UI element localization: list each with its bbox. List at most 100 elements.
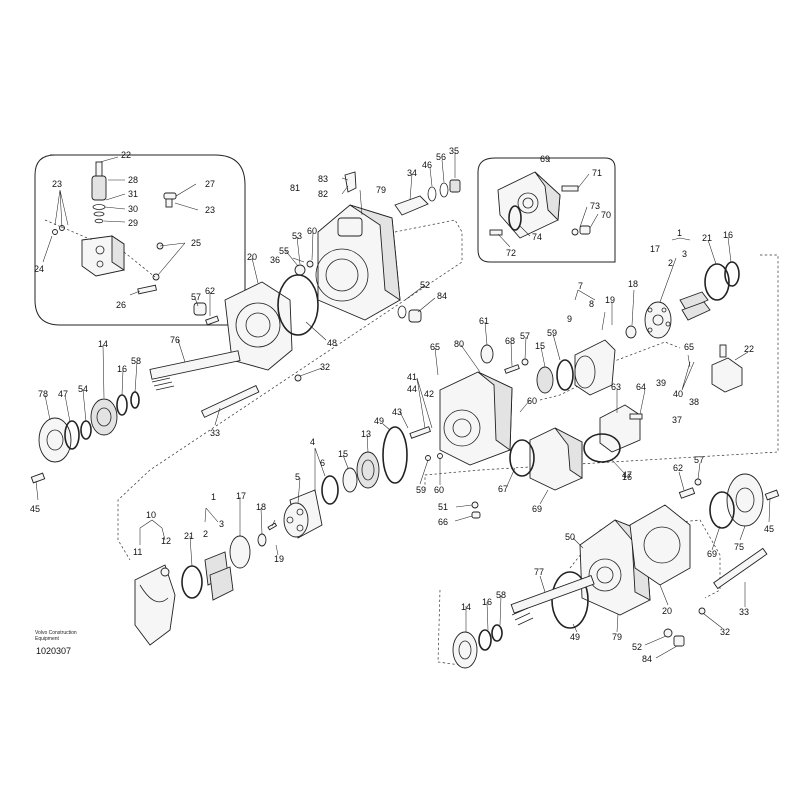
callout-label: 54 — [78, 384, 88, 394]
callout-label: 10 — [146, 510, 156, 520]
callout-label: 78 — [38, 389, 48, 399]
callout-label: 14 — [461, 602, 471, 612]
upper-left-shaft-group — [30, 274, 319, 484]
callout-label: 3 — [682, 249, 687, 259]
footer-brand-line1: Volvo Construction — [35, 630, 77, 636]
callout-label: 60 — [307, 226, 317, 236]
callout-label: 57 — [191, 292, 201, 302]
assembly-dash-right — [424, 254, 779, 490]
callout-label: 23 — [205, 205, 215, 215]
callout-label: 66 — [438, 517, 448, 527]
callout-label: 72 — [506, 248, 516, 258]
callout-label: 69 — [707, 549, 717, 559]
callout-label: 8 — [589, 299, 594, 309]
callout-label: 32 — [720, 627, 730, 637]
callout-label: 46 — [422, 160, 432, 170]
assembly-dash-top — [117, 219, 463, 561]
callout-label: 79 — [376, 185, 386, 195]
callout-label: 59 — [416, 485, 426, 495]
callout-label: 20 — [247, 252, 257, 262]
callout-label: 67 — [498, 484, 508, 494]
callout-label: 14 — [98, 339, 108, 349]
callout-label: 81 — [290, 183, 300, 193]
callout-label: 47 — [58, 389, 68, 399]
callout-label: 56 — [436, 152, 446, 162]
callout-label: 68 — [505, 336, 515, 346]
callout-label: 69 — [540, 154, 550, 164]
callout-label: 15 — [338, 449, 348, 459]
callout-label: 15 — [535, 341, 545, 351]
callout-label: 17 — [236, 491, 246, 501]
callout-label: 59 — [547, 328, 557, 338]
callout-label: 64 — [636, 382, 646, 392]
callout-label: 65 — [430, 342, 440, 352]
callout-label: 1 — [677, 228, 682, 238]
callout-label: 47 — [622, 470, 632, 480]
callout-label: 83 — [318, 174, 328, 184]
callout-label: 2 — [203, 529, 208, 539]
callout-label: 18 — [628, 279, 638, 289]
callout-label: 80 — [454, 339, 464, 349]
leader-lines — [35, 152, 771, 659]
callout-label: 22 — [744, 344, 754, 354]
footer-brand-line2: Equipment — [35, 636, 59, 642]
assembly-dash-mid — [539, 341, 681, 401]
callout-label: 22 — [121, 150, 131, 160]
callout-label: 82 — [318, 189, 328, 199]
callout-label: 79 — [612, 632, 622, 642]
callout-label: 25 — [191, 238, 201, 248]
callout-label: 65 — [684, 342, 694, 352]
callout-label: 73 — [590, 201, 600, 211]
callout-label: 2 — [668, 258, 673, 268]
figure-reference: 1020307 — [36, 646, 72, 656]
callout-label: 27 — [205, 179, 215, 189]
callout-label: 71 — [592, 168, 602, 178]
center-valve-block — [409, 261, 743, 519]
callout-label: 39 — [656, 378, 666, 388]
callout-label: 53 — [292, 231, 302, 241]
callout-label: 16 — [482, 597, 492, 607]
callout-label: 32 — [320, 362, 330, 372]
inset-left-parts — [44, 161, 177, 295]
callout-label: 57 — [694, 455, 704, 465]
callout-label: 17 — [650, 244, 660, 254]
callout-label: 42 — [424, 389, 434, 399]
callout-label: 49 — [374, 416, 384, 426]
callout-label: 57 — [520, 331, 530, 341]
callout-label: 70 — [601, 210, 611, 220]
callout-labels: 22 28 31 30 29 23 24 27 23 25 26 81 83 8… — [30, 146, 774, 664]
callout-label: 55 — [279, 246, 289, 256]
callout-label: 19 — [605, 295, 615, 305]
callout-label: 69 — [532, 504, 542, 514]
callout-label: 50 — [565, 532, 575, 542]
callout-label: 77 — [534, 567, 544, 577]
callout-label: 5 — [295, 472, 300, 482]
callout-label: 62 — [205, 286, 215, 296]
inset-box-left — [34, 154, 246, 326]
callout-label: 58 — [496, 590, 506, 600]
callout-label: 58 — [131, 356, 141, 366]
lower-right-pump-housing — [452, 473, 780, 669]
callout-label: 12 — [161, 536, 171, 546]
callout-label: 41 — [407, 372, 417, 382]
callout-label: 24 — [34, 264, 44, 274]
callout-label: 60 — [434, 485, 444, 495]
footer-brand: Volvo Construction Equipment — [35, 630, 105, 642]
callout-label: 13 — [361, 429, 371, 439]
callout-label: 18 — [256, 502, 266, 512]
callout-label: 28 — [128, 175, 138, 185]
inset-right-parts — [489, 171, 591, 239]
callout-label: 49 — [570, 632, 580, 642]
callout-label: 26 — [116, 300, 126, 310]
callout-label: 4 — [310, 437, 315, 447]
callout-label: 1 — [211, 492, 216, 502]
callout-label: 84 — [437, 291, 447, 301]
callout-label: 44 — [407, 384, 417, 394]
callout-label: 61 — [479, 316, 489, 326]
callout-label: 84 — [642, 654, 652, 664]
callout-label: 6 — [320, 458, 325, 468]
callout-label: 36 — [270, 255, 280, 265]
callout-label: 21 — [702, 233, 712, 243]
callout-label: 45 — [30, 504, 40, 514]
callout-label: 7 — [578, 281, 583, 291]
